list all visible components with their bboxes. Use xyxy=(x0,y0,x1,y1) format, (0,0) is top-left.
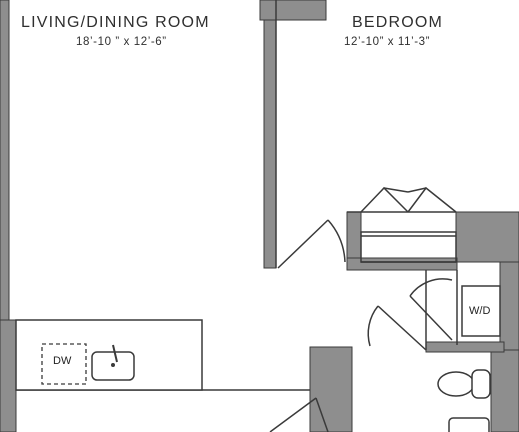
closet-bifold-doors[interactable] xyxy=(360,186,457,213)
bedroom-right-wall xyxy=(455,211,519,263)
living-dining-room-dimensions: 18’-10 ” x 12’-6” xyxy=(76,36,167,48)
dishwasher-label: DW xyxy=(53,355,72,367)
living-dining-room-name: LIVING/DINING ROOM xyxy=(21,14,210,31)
hall-wall xyxy=(346,257,458,271)
kitchen-left-wall xyxy=(0,319,17,432)
partition-wall-top xyxy=(263,0,277,269)
closet-shelf xyxy=(360,231,457,263)
wd-closet-right-wall xyxy=(499,261,519,353)
column xyxy=(259,0,327,21)
bedroom-dimensions: 12’-10” x 11’-3” xyxy=(344,36,431,48)
washer-dryer-label: W/D xyxy=(469,305,491,317)
bathroom-door[interactable] xyxy=(367,305,427,351)
faucet xyxy=(112,344,118,363)
entry-door[interactable] xyxy=(269,397,329,432)
kitchen-counter xyxy=(15,319,203,391)
washer-dryer xyxy=(461,285,501,337)
bathroom-left-wall xyxy=(309,346,353,432)
wd-closet-door[interactable] xyxy=(409,278,453,341)
bedroom-name: BEDROOM xyxy=(352,14,444,31)
living-room-left-wall xyxy=(0,0,10,321)
toilet xyxy=(437,369,491,399)
bedroom-door[interactable] xyxy=(277,219,346,269)
bathroom-vanity xyxy=(448,417,490,432)
bathroom-right-wall xyxy=(490,349,519,432)
dishwasher xyxy=(41,343,87,385)
bathroom-top-wall xyxy=(425,341,505,353)
